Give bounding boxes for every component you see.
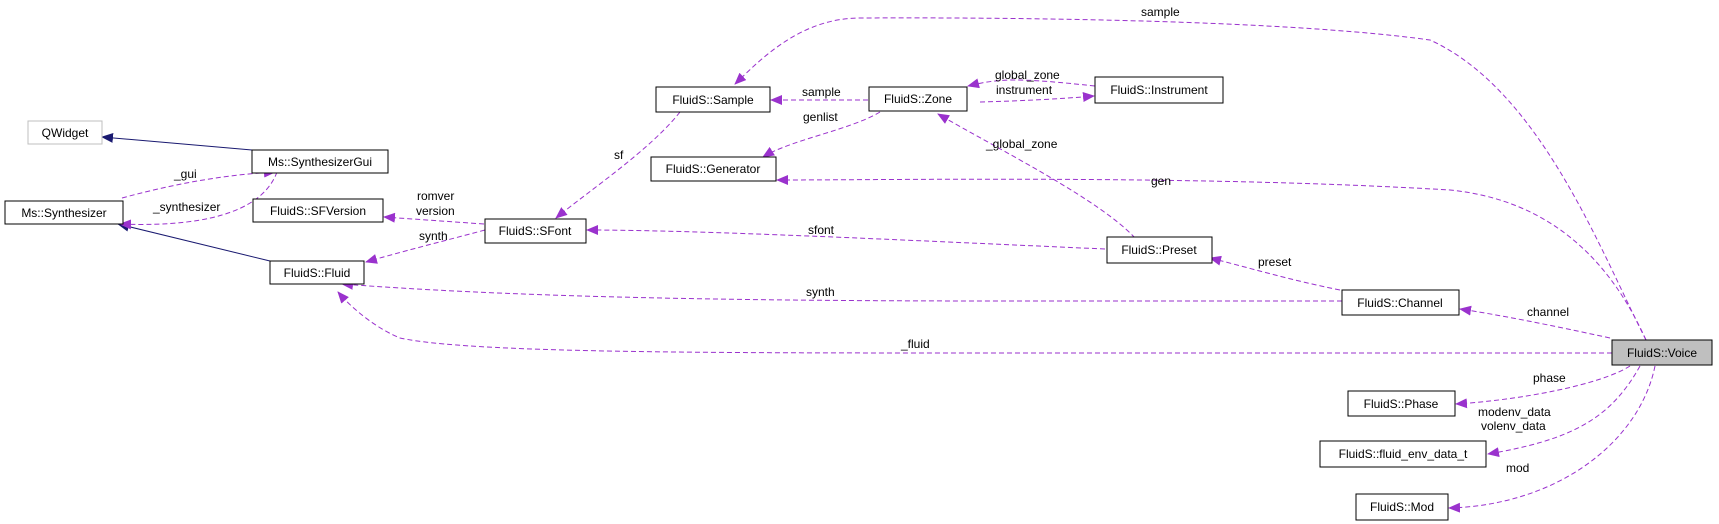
edge-label-sample-mid: sample <box>802 85 841 99</box>
edge-label-version: version <box>416 204 455 218</box>
edge-synthesizergui-synthesizer <box>119 171 278 230</box>
edge-label-gen: gen <box>1151 174 1171 188</box>
node-sfont-label: FluidS::SFont <box>499 224 572 238</box>
edge-zone-generator <box>762 111 881 158</box>
node-preset-label: FluidS::Preset <box>1121 243 1197 257</box>
node-voice-label: FluidS::Voice <box>1627 346 1697 360</box>
node-channel-label: FluidS::Channel <box>1357 296 1442 310</box>
edge-preset-sfont <box>586 225 1106 250</box>
edge-label-preset: preset <box>1258 255 1292 269</box>
edge-labels: sample global_zone instrument sample gen… <box>152 5 1569 475</box>
edge-label-sfont: sfont <box>808 223 835 237</box>
node-mod[interactable]: FluidS::Mod <box>1355 493 1449 521</box>
edge-label-modenv: modenv_data <box>1478 405 1551 419</box>
edge-label-volenv: volenv_data <box>1481 419 1546 433</box>
node-qwidget-label: QWidget <box>42 126 89 140</box>
edges <box>101 17 1656 513</box>
node-synthesizer-label: Ms::Synthesizer <box>21 206 106 220</box>
edge-sfont-sfversion <box>383 212 485 225</box>
node-fluid[interactable]: FluidS::Fluid <box>269 260 365 285</box>
edge-label-channel: channel <box>1527 305 1569 319</box>
edge-voice-channel <box>1459 305 1611 339</box>
node-instrument-label: FluidS::Instrument <box>1110 83 1208 97</box>
edge-channel-fluid <box>341 279 1342 302</box>
edge-label-romver: romver <box>417 189 454 203</box>
edge-label-synthesizer: _synthesizer <box>152 200 220 214</box>
edge-voice-sample <box>734 17 1647 341</box>
node-zone[interactable]: FluidS::Zone <box>868 86 968 112</box>
edge-label-global-zone-preset: _global_zone <box>985 137 1058 151</box>
edge-label-global-zone-top: global_zone <box>995 68 1060 82</box>
node-synthesizer-gui[interactable]: Ms::SynthesizerGui <box>251 149 389 174</box>
node-synthesizer[interactable]: Ms::Synthesizer <box>4 200 124 225</box>
node-env-data-label: FluidS::fluid_env_data_t <box>1339 447 1468 461</box>
node-channel[interactable]: FluidS::Channel <box>1341 289 1460 316</box>
edge-channel-preset <box>1209 255 1341 291</box>
edge-zone-instrument <box>979 91 1095 103</box>
edge-voice-generator <box>776 174 1647 341</box>
edge-label-gui: _gui <box>173 167 197 181</box>
edge-synthesizergui-inherits-qwidget <box>101 132 253 151</box>
node-generator[interactable]: FluidS::Generator <box>650 156 777 182</box>
edge-label-mod: mod <box>1506 461 1529 475</box>
edge-label-instrument: instrument <box>996 83 1053 97</box>
edge-label-phase: phase <box>1533 371 1566 385</box>
edge-sfont-fluid <box>365 229 486 264</box>
node-phase[interactable]: FluidS::Phase <box>1347 390 1456 417</box>
edge-synthesizer-synthesizergui <box>121 167 276 199</box>
node-sample-label: FluidS::Sample <box>672 93 754 107</box>
edge-voice-envdata <box>1487 365 1641 458</box>
node-sfversion[interactable]: FluidS::SFVersion <box>252 198 384 223</box>
node-preset[interactable]: FluidS::Preset <box>1106 236 1213 264</box>
edge-label-sf: sf <box>614 148 624 162</box>
node-instrument[interactable]: FluidS::Instrument <box>1094 76 1224 104</box>
edge-voice-mod <box>1448 365 1656 513</box>
node-phase-label: FluidS::Phase <box>1364 397 1439 411</box>
node-sfversion-label: FluidS::SFVersion <box>270 204 366 218</box>
edge-voice-fluid <box>337 291 1612 354</box>
edge-voice-phase <box>1455 365 1631 409</box>
edge-label-synth-sfont: synth <box>419 229 448 243</box>
edge-label-sample-top: sample <box>1141 5 1180 19</box>
node-sample[interactable]: FluidS::Sample <box>655 86 771 113</box>
nodes: QWidget Ms::SynthesizerGui Ms::Synthesiz… <box>4 76 1713 521</box>
edge-preset-zone <box>937 113 1136 239</box>
edge-label-genlist: genlist <box>803 110 838 124</box>
node-fluid-label: FluidS::Fluid <box>284 266 351 280</box>
node-sfont[interactable]: FluidS::SFont <box>484 218 587 244</box>
edge-label-fluid: _fluid <box>900 337 930 351</box>
node-generator-label: FluidS::Generator <box>666 162 761 176</box>
edge-sample-sfont <box>555 111 681 219</box>
edge-label-synth-channel: synth <box>806 285 835 299</box>
node-qwidget[interactable]: QWidget <box>27 120 103 145</box>
edge-fluid-inherits-synthesizer <box>117 221 271 262</box>
node-env-data[interactable]: FluidS::fluid_env_data_t <box>1319 440 1487 468</box>
node-zone-label: FluidS::Zone <box>884 92 952 106</box>
node-mod-label: FluidS::Mod <box>1370 500 1434 514</box>
node-voice[interactable]: FluidS::Voice <box>1611 339 1713 366</box>
node-synthesizer-gui-label: Ms::SynthesizerGui <box>268 155 372 169</box>
